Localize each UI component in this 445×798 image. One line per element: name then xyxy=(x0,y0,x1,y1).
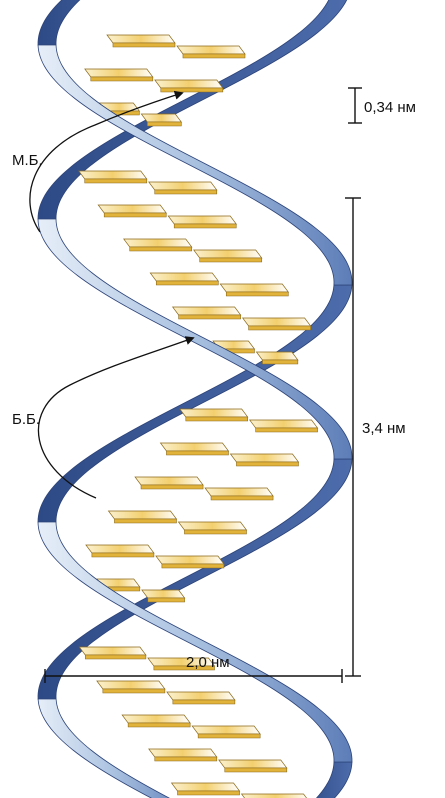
base-rise-bracket xyxy=(348,88,362,123)
nucleotide-base xyxy=(168,216,236,228)
nucleotide-base xyxy=(250,420,318,432)
nucleotide-base xyxy=(122,715,190,727)
nucleotide-base xyxy=(220,284,288,296)
nucleotide-base xyxy=(142,590,185,602)
minor-groove-label: М.Б. xyxy=(12,152,43,169)
nucleotide-base xyxy=(167,692,235,704)
nucleotide-base xyxy=(135,477,203,489)
nucleotide-base xyxy=(97,681,165,693)
nucleotide-base xyxy=(107,35,175,47)
nucleotide-base xyxy=(178,522,246,534)
helix-pitch-label: 3,4 нм xyxy=(362,420,406,437)
nucleotide-base xyxy=(85,69,153,81)
nucleotide-base xyxy=(155,80,223,92)
major-groove-label: Б.Б. xyxy=(12,411,40,428)
nucleotide-base xyxy=(141,114,181,126)
nucleotide-base xyxy=(149,749,217,761)
nucleotide-base xyxy=(172,783,240,795)
nucleotide-base xyxy=(149,182,217,194)
nucleotide-base xyxy=(194,250,262,262)
nucleotide-base xyxy=(108,511,176,523)
nucleotide-base xyxy=(243,318,311,330)
nucleotide-base xyxy=(192,726,260,738)
back-backbone-segment xyxy=(304,762,352,798)
nucleotide-base xyxy=(79,171,147,183)
nucleotide-base xyxy=(256,352,297,364)
nucleotide-base xyxy=(79,647,146,659)
nucleotide-base xyxy=(98,205,166,217)
base-rise-label: 0,34 нм xyxy=(364,99,416,116)
nucleotide-base xyxy=(150,273,218,285)
diameter-line xyxy=(45,669,342,683)
nucleotide-base xyxy=(160,443,228,455)
nucleotide-base xyxy=(219,760,287,772)
nucleotide-base xyxy=(86,545,154,557)
nucleotide-base xyxy=(205,488,273,500)
front-backbone-segment xyxy=(38,699,192,798)
diameter-label: 2,0 нм xyxy=(186,654,230,671)
nucleotide-base xyxy=(156,556,224,568)
nucleotide-base xyxy=(177,46,245,58)
nucleotide-base xyxy=(230,454,298,466)
nucleotide-base xyxy=(173,307,241,319)
nucleotide-base xyxy=(242,794,310,798)
nucleotide-base xyxy=(180,409,248,421)
nucleotide-base xyxy=(124,239,192,251)
